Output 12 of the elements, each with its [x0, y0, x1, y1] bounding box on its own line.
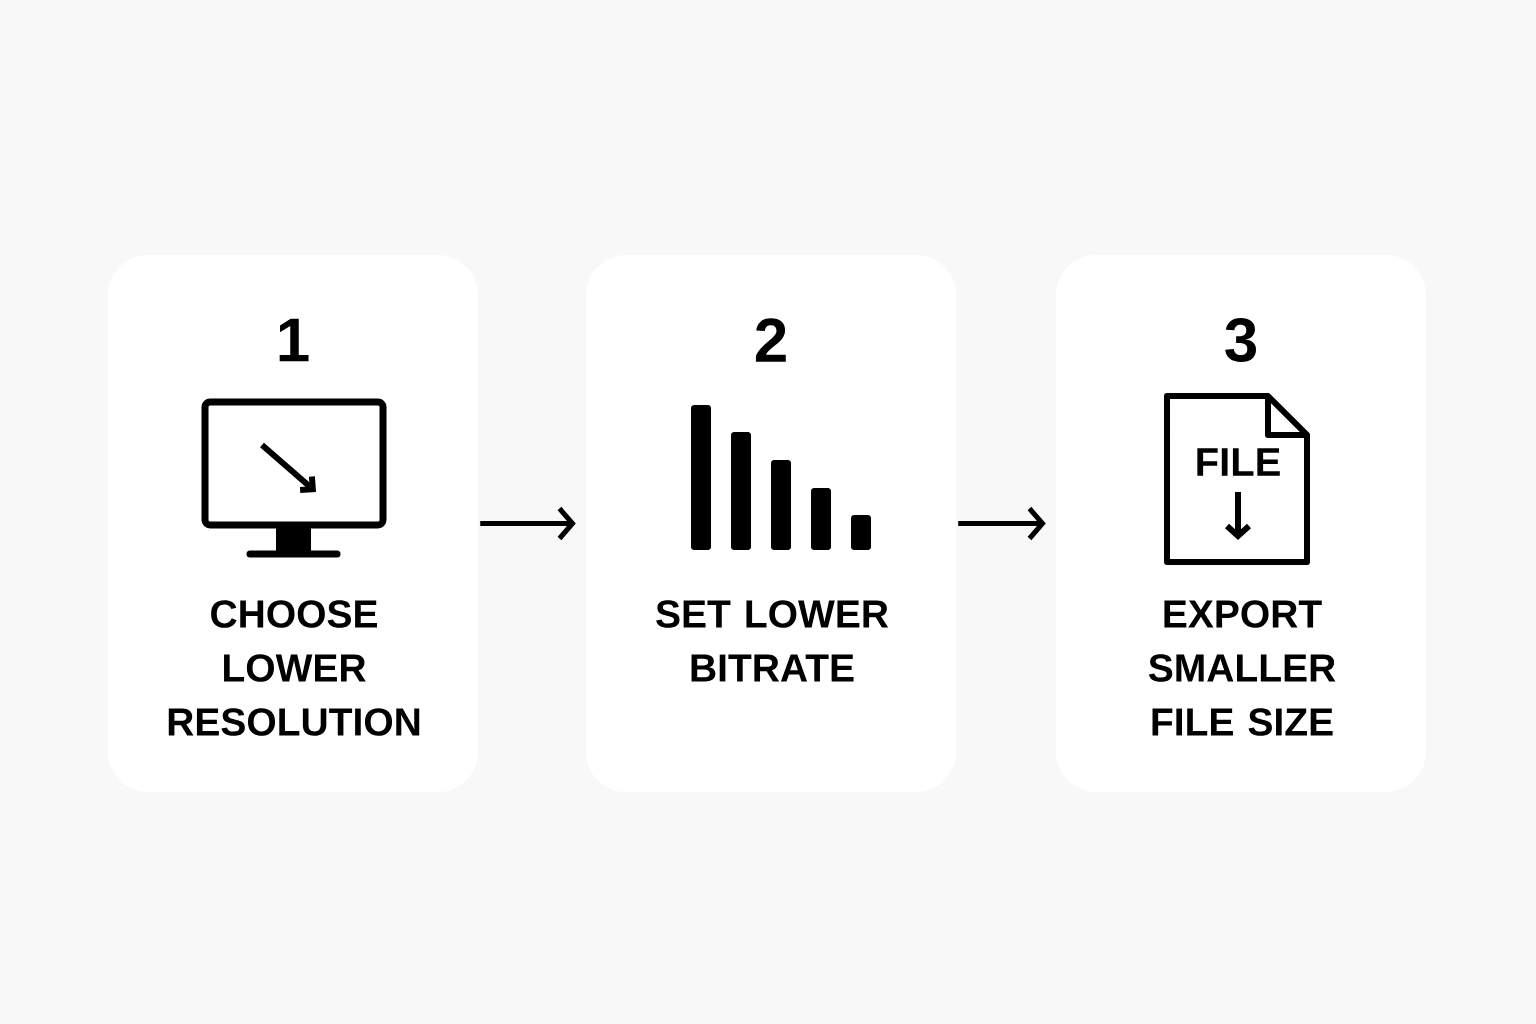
step-card — [586, 255, 956, 792]
step-card — [1056, 255, 1426, 792]
step-number: 3 — [1225, 318, 1256, 362]
step-card — [108, 255, 478, 792]
icon-label: FILE — [1197, 448, 1280, 476]
arrow — [480, 506, 576, 541]
step-number: 1 — [279, 318, 309, 362]
arrow — [958, 506, 1046, 541]
step-number: 2 — [755, 318, 786, 362]
step-label: SET LOWER BITRATE — [656, 600, 889, 682]
step-label: EXPORT SMALLER FILE SIZE — [1148, 600, 1336, 736]
step-label: CHOOSE LOWER RESOLUTION — [168, 600, 420, 736]
